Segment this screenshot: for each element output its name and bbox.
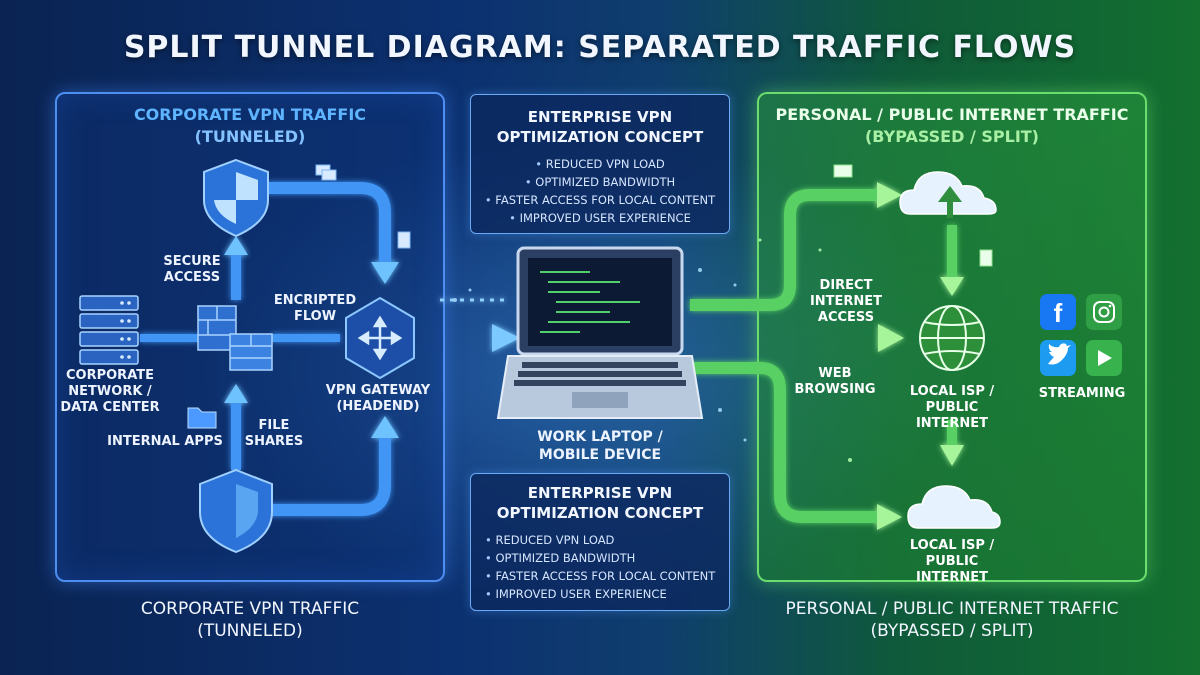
web-browsing-flow [690,362,880,523]
optimization-box-bottom: ENTERPRISE VPN OPTIMIZATION CONCEPT REDU… [470,473,730,611]
list-item: REDUCED VPN LOAD [485,531,729,549]
optimization-box-top-title: ENTERPRISE VPN OPTIMIZATION CONCEPT [496,108,704,146]
corporate-flows [140,182,520,516]
cloud-globe-arrowhead [940,277,964,296]
tunnel-bottom-flow [264,429,391,516]
cloud-icon-top [899,171,997,218]
public-panel-heading: PERSONAL / PUBLIC INTERNET TRAFFIC (BYPA… [757,104,1147,148]
cloud-icon-bottom [907,485,1001,529]
list-item: IMPROVED USER EXPERIENCE [471,209,729,227]
public-subheading-text: (BYPASSED / SPLIT) [864,127,1039,146]
instagram-icon [1086,294,1122,330]
direct-access-label: DIRECT INTERNET ACCESS [809,278,883,325]
public-flows [690,182,964,530]
streaming-label: STREAMING [1038,386,1126,401]
list-item: REDUCED VPN LOAD [471,155,729,173]
optimization-list-top: REDUCED VPN LOAD OPTIMIZED BANDWIDTH FAS… [471,155,729,227]
corporate-heading-text: CORPORATE VPN TRAFFIC [133,105,367,124]
optimization-box-top: ENTERPRISE VPN OPTIMIZATION CONCEPT REDU… [470,94,730,234]
vpn-gateway-label: VPN GATEWAY (HEADEND) [325,383,431,414]
direct-access-arrowhead [877,182,902,208]
web-browsing-arrowhead [877,504,902,530]
document-icon [315,164,411,249]
mid-flow-arrowhead [878,324,904,352]
tunnel-bottom-arrowhead [371,416,399,438]
gateway-to-laptop-arrowhead [492,324,520,352]
web-browsing-label: WEB BROWSING [794,366,876,397]
optimization-list-bottom: REDUCED VPN LOAD OPTIMIZED BANDWIDTH FAS… [471,531,729,603]
firewall-icon [197,305,273,371]
secure-access-label: SECURE ACCESS [163,254,221,285]
svg-text:f: f [1054,298,1063,328]
globe-icon [919,305,985,371]
list-item: OPTIMIZED BANDWIDTH [471,173,729,191]
secure-access-arrowhead [224,236,248,255]
list-item: FASTER ACCESS FOR LOCAL CONTENT [485,567,729,585]
direct-access-flow [690,189,880,311]
internal-apps-label: INTERNAL APPS [107,434,223,449]
folder-icon [187,407,217,429]
laptop-label: WORK LAPTOP / MOBILE DEVICE [537,429,663,463]
shield-icon-bottom [199,468,273,554]
public-heading-text: PERSONAL / PUBLIC INTERNET TRAFFIC [775,105,1129,124]
router-icon [345,296,415,380]
corporate-network-label: CORPORATE NETWORK / DATA CENTER [60,368,160,415]
list-item: FASTER ACCESS FOR LOCAL CONTENT [471,191,729,209]
twitter-icon [1040,340,1076,376]
facebook-icon: f [1040,294,1076,330]
tunnel-top-arrowhead [371,262,399,284]
server-rack-icon [79,295,139,365]
page-title: SPLIT TUNNEL DIAGRAM: SEPARATED TRAFFIC … [123,30,1077,65]
corporate-caption: CORPORATE VPN TRAFFIC (TUNNELED) [140,599,360,641]
laptop-icon [496,246,704,419]
play-icon [1086,340,1122,376]
corporate-panel-heading: CORPORATE VPN TRAFFIC (TUNNELED) [55,104,445,148]
document-icon-green [833,164,993,267]
file-shares-arrowhead [224,384,248,403]
shield-icon-top [203,158,269,238]
encrypted-flow-label: ENCRIPTED FLOW [273,293,357,324]
optimization-box-bottom-title: ENTERPRISE VPN OPTIMIZATION CONCEPT [496,484,704,522]
list-item: OPTIMIZED BANDWIDTH [485,549,729,567]
globe-cloud-arrowhead [940,445,964,466]
isp-middle-label: LOCAL ISP / PUBLIC INTERNET [909,384,995,431]
isp-bottom-label: LOCAL ISP / PUBLIC INTERNET [909,538,995,585]
particle-dots [453,238,852,462]
list-item: IMPROVED USER EXPERIENCE [485,585,729,603]
public-caption: PERSONAL / PUBLIC INTERNET TRAFFIC (BYPA… [785,599,1119,641]
corporate-subheading-text: (TUNNELED) [194,127,306,146]
tunnel-top-flow [264,182,391,271]
file-shares-label: FILE SHARES [244,418,304,449]
